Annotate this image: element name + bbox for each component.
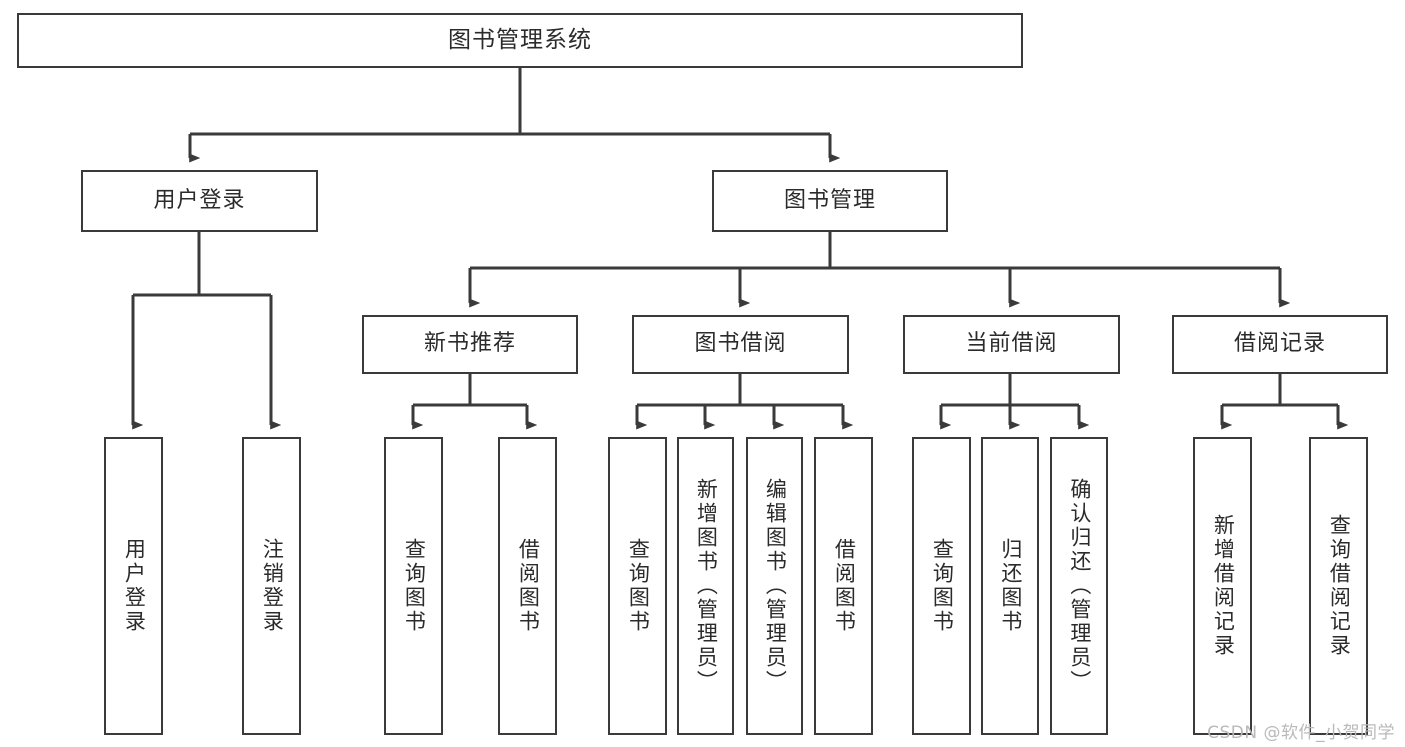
leaf-add-book-admin[interactable]: 新增图书（管理员）: [677, 437, 734, 735]
leaf-user-login[interactable]: 用户登录: [104, 437, 163, 735]
leaf-edit-book-admin[interactable]: 编辑图书（管理员）: [746, 437, 803, 735]
leaf-confirm-return-admin[interactable]: 确认归还（管理员）: [1050, 437, 1108, 735]
node-label: 注销登录: [260, 538, 285, 634]
node-label: 当前借阅: [965, 331, 1058, 357]
node-current-borrow[interactable]: 当前借阅: [903, 315, 1120, 374]
node-label: 查询借阅记录: [1327, 514, 1352, 658]
node-label: 查询图书: [402, 538, 427, 634]
node-label: 查询图书: [626, 538, 651, 634]
node-new-book-recommend[interactable]: 新书推荐: [362, 315, 578, 374]
node-label: 新增借阅记录: [1211, 514, 1236, 658]
node-label: 新增图书（管理员）: [694, 478, 719, 694]
node-label: 借阅记录: [1233, 331, 1326, 357]
leaf-query-book-current[interactable]: 查询图书: [912, 437, 971, 735]
node-label: 归还图书: [998, 538, 1023, 634]
node-root-book-management-system[interactable]: 图书管理系统: [17, 13, 1023, 68]
node-label: 用户登录: [122, 538, 147, 634]
node-label: 图书借阅: [694, 331, 787, 357]
node-label: 确认归还（管理员）: [1067, 478, 1092, 694]
leaf-add-borrow-record[interactable]: 新增借阅记录: [1193, 437, 1252, 735]
node-label: 查询图书: [930, 538, 955, 634]
node-label: 新书推荐: [423, 331, 516, 357]
leaf-query-borrow-record[interactable]: 查询借阅记录: [1309, 437, 1368, 735]
leaf-logout[interactable]: 注销登录: [242, 437, 301, 735]
leaf-query-book-borrow[interactable]: 查询图书: [608, 437, 667, 735]
node-book-borrow[interactable]: 图书借阅: [632, 315, 849, 374]
node-borrow-record[interactable]: 借阅记录: [1172, 315, 1388, 374]
leaf-borrow-book-recommend[interactable]: 借阅图书: [498, 437, 557, 735]
leaf-query-book-recommend[interactable]: 查询图书: [384, 437, 443, 735]
node-book-management[interactable]: 图书管理: [712, 170, 948, 232]
node-label: 用户登录: [153, 187, 246, 213]
node-user-login[interactable]: 用户登录: [81, 170, 318, 232]
node-label: 图书管理: [783, 187, 876, 213]
leaf-return-book[interactable]: 归还图书: [981, 437, 1039, 735]
node-label: 编辑图书（管理员）: [763, 478, 788, 694]
node-label: 借阅图书: [832, 538, 857, 634]
node-label: 借阅图书: [516, 538, 541, 634]
leaf-borrow-book[interactable]: 借阅图书: [814, 437, 873, 735]
node-label: 图书管理系统: [448, 27, 592, 54]
